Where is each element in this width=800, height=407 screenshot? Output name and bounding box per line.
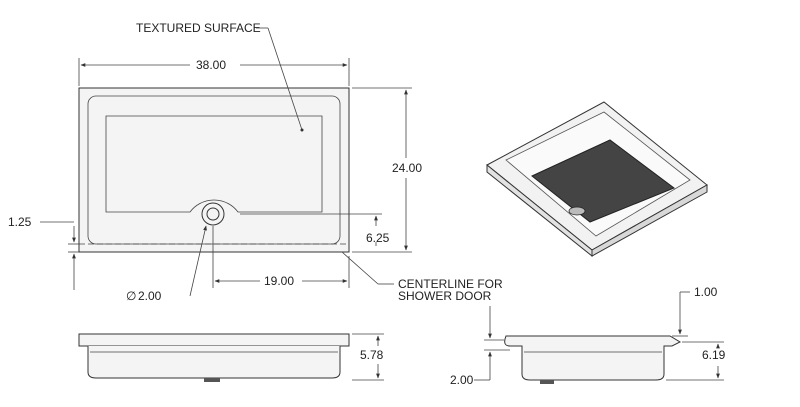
textured-leader-dot: [300, 128, 304, 132]
front-height-label: 5.78: [360, 348, 384, 362]
front-flange: [78, 333, 350, 347]
side-drain: [540, 380, 554, 384]
centerline-label-1: CENTERLINE FOR: [398, 277, 503, 291]
drain-inner: [206, 207, 220, 221]
curb-offset-dimension: [40, 221, 79, 290]
height-dimension: [352, 87, 412, 253]
side-top-dimension: [672, 291, 690, 337]
front-height-dimension: [352, 333, 384, 381]
drain-y-dimension: [240, 213, 382, 246]
curb-offset-label: 1.25: [8, 215, 32, 229]
side-height-label: 6.19: [702, 348, 726, 362]
front-view: [78, 333, 350, 382]
iso-side-face: [591, 184, 708, 257]
isometric-view: [486, 101, 708, 258]
textured-surface-outline: [105, 115, 323, 213]
centerline-leader: [341, 251, 394, 285]
textured-surface-label: TEXTURED SURFACE: [136, 21, 261, 35]
tray-outline: [78, 87, 350, 253]
drain-y-label: 6.25: [366, 231, 390, 245]
side-view: [504, 335, 682, 384]
drain-x-dimension: [212, 226, 350, 288]
side-body: [504, 335, 682, 381]
height-label: 24.00: [392, 161, 422, 175]
centerline-label-2: SHOWER DOOR: [398, 289, 492, 303]
width-label: 38.00: [196, 58, 226, 72]
drain-dia-symbol: ∅: [126, 289, 136, 303]
drain-x-label: 19.00: [264, 274, 294, 288]
side-top-label: 1.00: [694, 285, 718, 299]
drain-dia-dimension: [189, 225, 207, 297]
iso-drain: [568, 206, 586, 216]
side-bottom-label: 2.00: [450, 373, 474, 387]
top-view: [78, 27, 350, 253]
side-bottom-dimension: [474, 306, 510, 381]
textured-leader: [267, 27, 303, 131]
front-basin: [87, 346, 341, 379]
drain-circle: [201, 202, 225, 226]
side-height-dimension: [666, 341, 724, 381]
width-dimension: [78, 58, 350, 86]
drain-dia-label: 2.00: [138, 289, 162, 303]
front-drain: [204, 378, 220, 382]
iso-textured-surface: [531, 139, 676, 223]
